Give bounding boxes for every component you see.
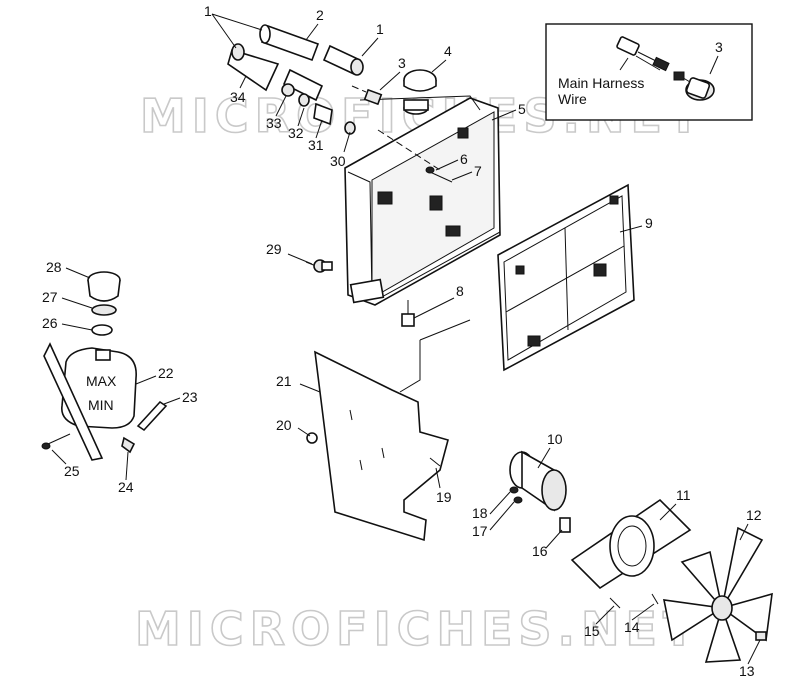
reservoir-gasket <box>91 304 117 316</box>
callout-6: 6 <box>460 151 468 167</box>
radiator-screen <box>497 183 635 372</box>
hose-clamp <box>121 436 136 454</box>
callout-29: 29 <box>266 241 282 257</box>
upper-hose <box>259 24 320 62</box>
tank-min-label: MIN <box>88 397 114 413</box>
bolt-7 <box>429 171 453 183</box>
callout-10: 10 <box>547 431 563 447</box>
callout-19: 19 <box>436 489 452 505</box>
watermark-bottom: MICROFICHES.NET <box>135 602 700 656</box>
callout-18: 18 <box>472 505 488 521</box>
callout-13: 13 <box>739 663 755 679</box>
callout-31: 31 <box>308 137 324 153</box>
fan-bracket <box>570 498 692 590</box>
callout-23: 23 <box>182 389 198 405</box>
inset-callout-3: 3 <box>715 39 723 55</box>
callout-9: 9 <box>645 215 653 231</box>
callout-12: 12 <box>746 507 762 523</box>
nut-18 <box>509 486 519 494</box>
fan-nut-13 <box>755 631 767 641</box>
callout-33: 33 <box>266 115 282 131</box>
petcock <box>305 259 333 273</box>
callout-25: 25 <box>64 463 80 479</box>
callout-17: 17 <box>472 523 488 539</box>
callout-30: 30 <box>330 153 346 169</box>
washer-6 <box>425 166 435 174</box>
radiator <box>344 95 501 306</box>
hose-fitting-30 <box>282 68 356 135</box>
callout-4: 4 <box>444 43 452 59</box>
coolant-reservoir: MAX MIN <box>43 342 137 461</box>
fan-motor <box>509 450 571 533</box>
screw-14 <box>651 593 659 605</box>
tank-max-label: MAX <box>86 373 117 389</box>
inset-label-line2: Wire <box>558 91 587 107</box>
callout-2: 2 <box>316 7 324 23</box>
callouts: 1 2 1 3 4 5 6 7 8 9 10 11 12 13 14 15 16… <box>42 3 762 679</box>
washer-32 <box>298 93 310 107</box>
callout-7: 7 <box>474 163 482 179</box>
callout-1a: 1 <box>204 3 212 19</box>
hose-fitting-1 <box>322 44 364 76</box>
screw-25 <box>47 433 71 445</box>
temp-sensor-3 <box>351 85 383 106</box>
callout-15: 15 <box>584 623 600 639</box>
lower-hose <box>227 43 280 92</box>
callout-27: 27 <box>42 289 58 305</box>
callout-20: 20 <box>276 417 292 433</box>
callout-1b: 1 <box>376 21 384 37</box>
fan-shroud-panel <box>314 350 449 542</box>
screw-15 <box>609 597 621 609</box>
callout-24: 24 <box>118 479 134 495</box>
callout-5: 5 <box>518 101 526 117</box>
callout-16: 16 <box>532 543 548 559</box>
inset-label-line1: Main Harness <box>558 75 644 91</box>
callout-22: 22 <box>158 365 174 381</box>
callout-26: 26 <box>42 315 58 331</box>
reservoir-seal <box>91 324 113 336</box>
inset-harness-box: Main Harness Wire 3 <box>545 23 753 121</box>
callout-3: 3 <box>398 55 406 71</box>
overflow-hose <box>136 400 168 432</box>
callout-8: 8 <box>456 283 464 299</box>
callout-28: 28 <box>46 259 62 275</box>
screw-19 <box>429 457 441 467</box>
callout-32: 32 <box>288 125 304 141</box>
harness-connector-icon <box>616 36 670 72</box>
callout-21: 21 <box>276 373 292 389</box>
callout-34: 34 <box>230 89 246 105</box>
nut-33 <box>281 83 295 97</box>
callout-14: 14 <box>624 619 640 635</box>
radiator-cap <box>403 69 437 92</box>
drain-plug <box>401 300 415 327</box>
washer-17 <box>513 496 523 504</box>
cooling-fan <box>662 526 773 663</box>
callout-11: 11 <box>676 487 691 503</box>
fitting-31 <box>313 102 333 126</box>
reservoir-cap <box>87 271 121 302</box>
temperature-sensor-icon <box>673 71 715 101</box>
